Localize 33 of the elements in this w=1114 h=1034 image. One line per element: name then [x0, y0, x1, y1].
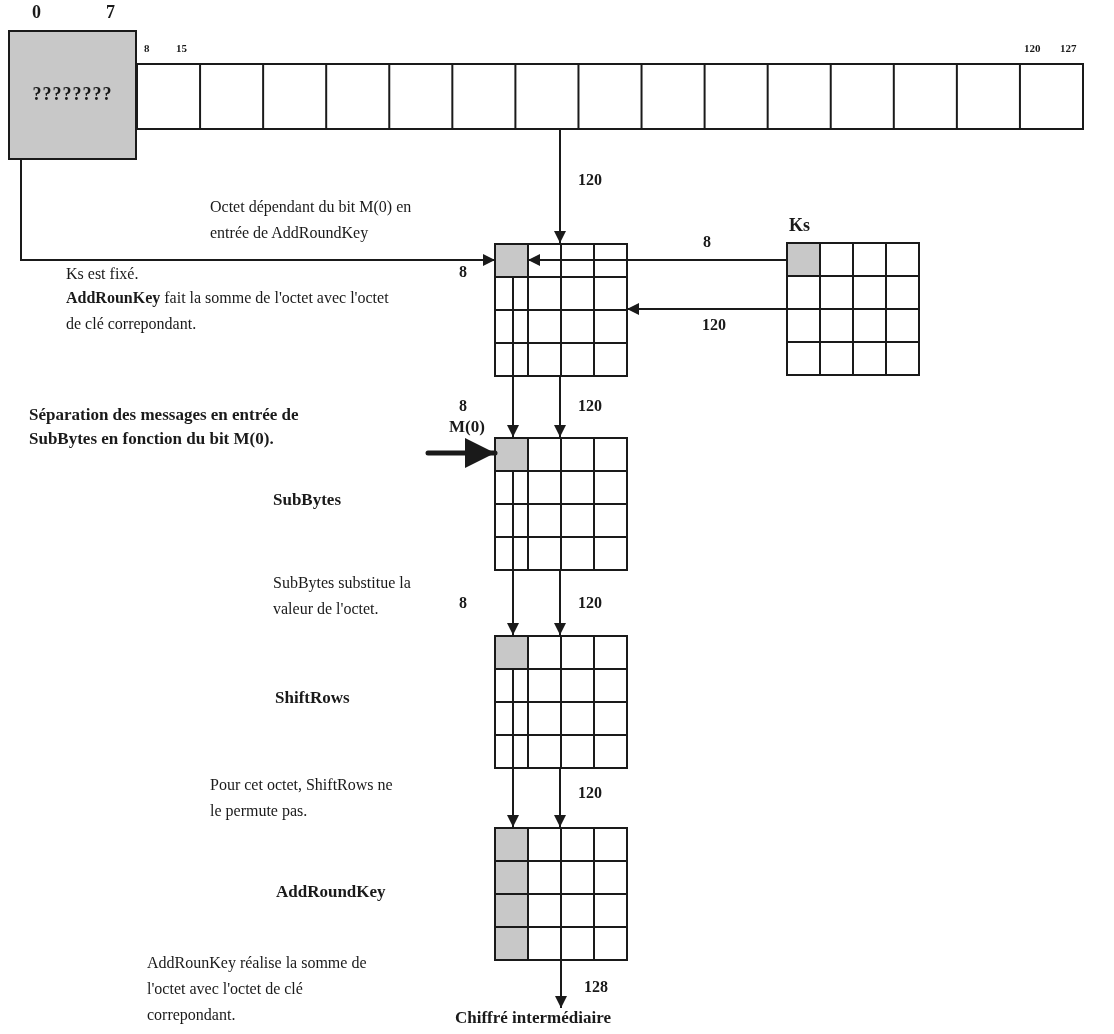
arrow [527, 254, 788, 266]
step-name: AddRoundKey [276, 882, 386, 902]
arrow [554, 568, 566, 636]
arrow [554, 374, 566, 438]
annotation-text: Pour cet octet, ShiftRows ne le permute pas. [210, 775, 394, 822]
signal-name: M(0) [449, 417, 485, 437]
bit-index: 0 [32, 2, 41, 22]
annotation-text: Octet dépendant du bit M(0) en entrée de AddRoundKey [210, 197, 413, 244]
output-text: Chiffré intermédiaire [455, 1008, 670, 1030]
annotation-text: Ks est fixé. [66, 264, 139, 284]
annotation-text: AddRounKey réalise la somme de l'octet avec l'octet de clé correpondant. [147, 953, 368, 1026]
arrow [20, 159, 496, 266]
arrow [554, 127, 566, 244]
annotation-text: AddRounKey fait la somme de l'octet avec l'octet de clé correpondant. [66, 288, 390, 335]
annotation-text: SubBytes substitue la valeur de l'octet. [273, 573, 412, 619]
bit-index: 127 [1060, 42, 1077, 55]
bit-index: 120 [1024, 42, 1041, 55]
step-name: SubBytes [273, 490, 342, 510]
byte-cell [8, 30, 137, 160]
bit-index: 8 [144, 42, 150, 55]
arrow [554, 766, 566, 828]
key-heading: Ks [789, 214, 810, 236]
step-name: ShiftRows [275, 688, 350, 708]
bit-index: 7 [106, 2, 115, 22]
arrow [555, 958, 567, 1009]
arrow [507, 568, 519, 636]
arrow [507, 766, 519, 828]
arrow [626, 303, 788, 315]
bit-index: 15 [176, 42, 187, 55]
thick-arrow [425, 438, 498, 468]
unknown-bits: ???????? [31, 84, 114, 105]
annotation-text: Séparation des messages en entrée de SubBytes en fonction du bit M(0). [29, 404, 300, 450]
arrow [507, 374, 519, 438]
